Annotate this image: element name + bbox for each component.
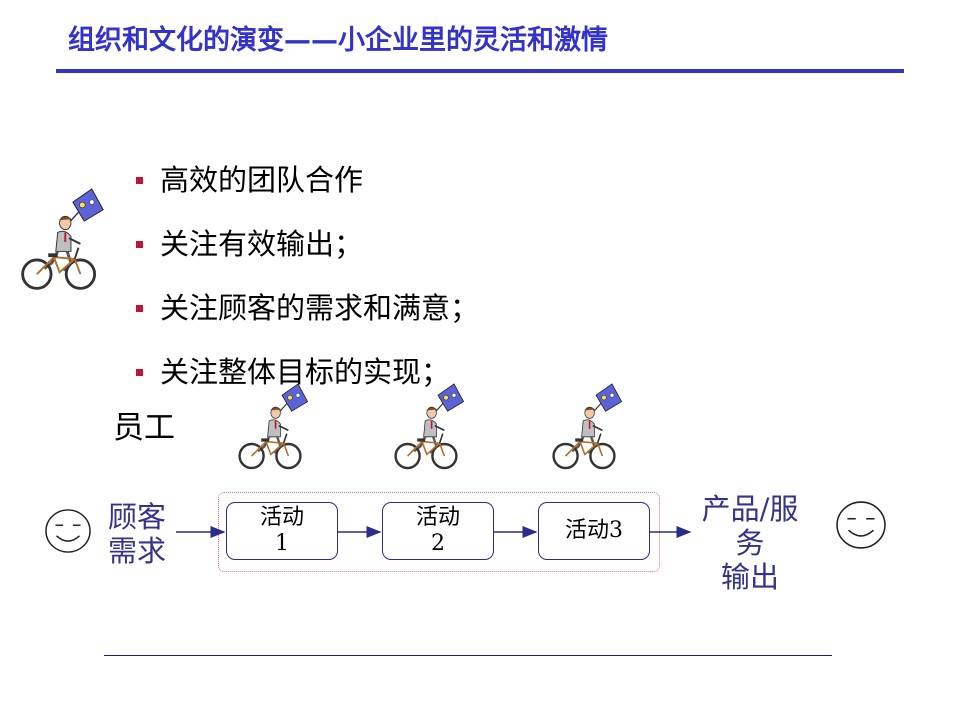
activity-box-3: 活动3 (538, 502, 650, 560)
product-output-label: 产品/服务 输出 (690, 492, 810, 594)
bullet-text: 关注顾客的需求和满意； (160, 291, 480, 325)
bullet-marker (136, 368, 143, 376)
list-item: 关注整体目标的实现； (136, 338, 479, 402)
customer-demand-label: 顾客 需求 (108, 500, 166, 568)
page-title: 组织和文化的演变——小企业里的灵活和激情 (68, 25, 608, 56)
smiley-face-icon (836, 501, 886, 549)
customer-demand-line: 需求 (108, 534, 167, 568)
activity-number: 1 (275, 531, 289, 556)
cyclist-with-flag-icon (21, 187, 105, 290)
activity-label: 活动 (415, 505, 460, 530)
activity-box-1: 活动 1 (226, 502, 338, 560)
staff-label: 员工 (113, 410, 175, 446)
activity-box-2: 活动 2 (382, 502, 494, 560)
smiley-face-icon (45, 509, 91, 553)
list-item: 关注顾客的需求和满意； (136, 274, 479, 338)
activity-number: 2 (431, 531, 445, 556)
activity-label: 活动3 (565, 518, 623, 543)
bullet-text: 关注有效输出； (160, 227, 364, 261)
footer-rule (104, 655, 832, 656)
bullet-text: 高效的团队合作 (160, 163, 364, 197)
bullet-text: 关注整体目标的实现； (160, 355, 451, 389)
customer-demand-line: 顾客 (108, 500, 167, 534)
bullet-marker (136, 304, 143, 312)
cyclist-with-flag-icon (394, 382, 465, 470)
product-output-line: 输出 (720, 560, 779, 594)
cyclist-with-flag-icon (552, 382, 623, 470)
list-item: 关注有效输出； (136, 210, 479, 274)
bullet-list: 高效的团队合作 关注有效输出； 关注顾客的需求和满意； 关注整体目标的实现； (136, 146, 479, 402)
bullet-marker (136, 176, 143, 184)
bullet-marker (136, 240, 143, 248)
title-underline (56, 69, 904, 73)
cyclist-with-flag-icon (238, 382, 309, 470)
list-item: 高效的团队合作 (136, 146, 479, 210)
activity-label: 活动 (259, 505, 304, 530)
product-output-line: 产品/服务 (701, 492, 799, 560)
